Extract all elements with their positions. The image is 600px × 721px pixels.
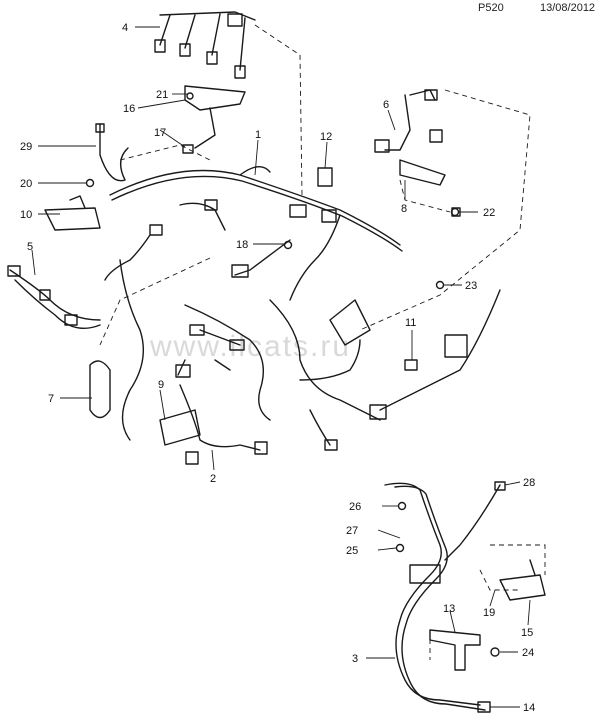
callout-12: 12 [320,131,332,143]
callout-19: 19 [483,607,495,619]
callout-29: 29 [20,141,32,153]
part-12-clip [317,167,333,187]
part-3-battery-cable [384,481,506,713]
callout-5: 5 [27,241,33,253]
part-5-left-harness [7,265,101,329]
part-9-bracket [159,409,201,446]
callout-11: 11 [405,317,416,329]
part-1-main-harness [104,166,403,301]
dashed-guides [99,24,546,660]
diagram-date: 13/08/2012 [540,2,596,14]
part-23-nut [435,280,445,290]
callout-7: 7 [48,393,54,405]
part-13-bracket [429,629,481,671]
part-26-nut [397,501,407,511]
part-21-16-bracket [182,85,246,154]
callout-23: 23 [465,280,477,292]
callout-4: 4 [122,22,128,34]
callout-24: 24 [522,647,534,659]
callout-21: 21 [156,89,168,101]
callout-25: 25 [346,545,358,557]
callout-27: 27 [346,525,358,537]
watermark: www.ilcats.ru [150,330,352,363]
part-24-nut [490,647,500,657]
callout-20: 20 [20,178,32,190]
part-29-tie [95,123,129,182]
callout-1: 1 [255,129,261,141]
callout-6: 6 [383,99,389,111]
callout-8: 8 [401,203,407,215]
leader-lines [31,26,531,708]
callout-labels: 1 2 3 4 5 6 7 8 9 10 11 12 13 14 15 16 1… [20,22,535,714]
part-25-nut [395,543,405,553]
callout-16: 16 [123,103,135,115]
callout-13: 13 [443,603,455,615]
callout-28: 28 [523,477,535,489]
callout-9: 9 [158,379,164,391]
callout-18: 18 [236,239,248,251]
part-10-bracket [44,195,101,231]
part-15-bracket [499,559,546,601]
part-18-bolt [283,240,293,250]
callout-14: 14 [523,702,535,714]
callout-15: 15 [521,627,533,639]
diagram-code: P520 [478,2,504,14]
part-20-nut [85,178,95,188]
lower-harness-branches [119,259,501,451]
callout-17: 17 [154,127,166,139]
part-2-sensor-lead [175,359,268,465]
part-22-nut [450,207,460,217]
callout-10: 10 [20,209,32,221]
callout-3: 3 [352,653,358,665]
callout-26: 26 [349,501,361,513]
callout-2: 2 [210,473,216,485]
part-7-bracket [89,360,111,419]
callout-22: 22 [483,207,495,219]
part-4-coil-connectors [154,11,256,79]
part-6-8-bracket [374,89,461,217]
